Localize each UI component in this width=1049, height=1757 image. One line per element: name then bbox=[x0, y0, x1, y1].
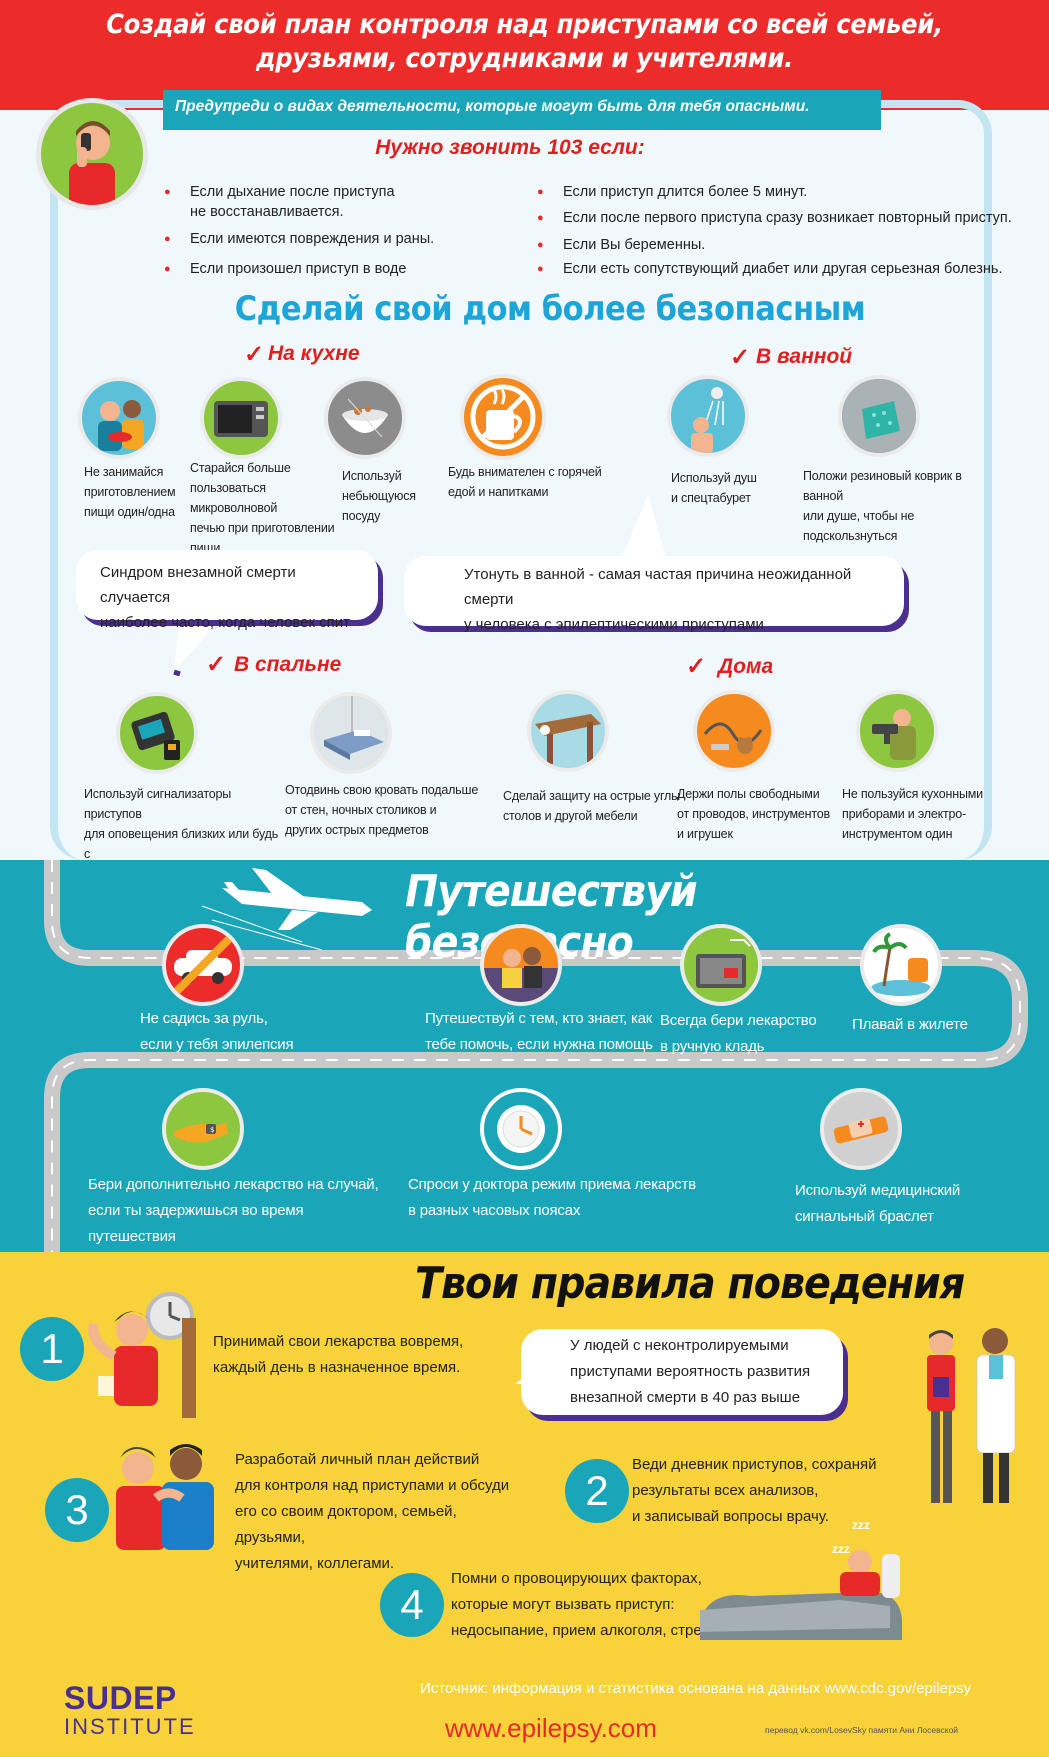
kitchen-label: На кухне bbox=[268, 342, 360, 365]
life-vest-icon bbox=[860, 924, 942, 1006]
call-condition: Если дыхание после приступа не восстанав… bbox=[164, 182, 530, 222]
call-condition: Если имеются повреждения и раны. bbox=[164, 229, 530, 249]
hot-drink-warning-icon bbox=[460, 374, 546, 460]
travel-companion-icon bbox=[480, 924, 562, 1006]
rule-number: 4 bbox=[380, 1573, 444, 1637]
main-title: Создай свой план контроля над приступами… bbox=[106, 9, 943, 74]
home-tip: Сделай защиту на острые углы столов и др… bbox=[503, 789, 680, 823]
microwave-icon bbox=[200, 377, 282, 459]
rule-text: Разработай личный план действий для конт… bbox=[235, 1451, 510, 1572]
call-condition: Если Вы беременны. bbox=[537, 235, 1033, 255]
sleeping-person-illustration bbox=[700, 1550, 902, 1640]
warning-banner bbox=[163, 90, 881, 130]
warning-text: Предупреди о видах деятельности, которые… bbox=[175, 98, 810, 115]
rule-text: Принимай свои лекарства вовремя, каждый … bbox=[213, 1333, 464, 1376]
no-driving-icon bbox=[162, 924, 244, 1006]
travel-tip: Используй медицинский сигнальный браслет bbox=[795, 1182, 961, 1225]
rule-number: 1 bbox=[20, 1317, 84, 1381]
risk-bubble bbox=[521, 1329, 843, 1415]
translation-credit: перевод vk.com/LosevSky памяти Ани Лосев… bbox=[765, 1725, 959, 1735]
bath-drowning-bubble bbox=[404, 556, 904, 626]
check-icon: ✓ bbox=[244, 341, 265, 368]
bubble-tail bbox=[173, 608, 230, 676]
unbreakable-dishes-icon bbox=[324, 377, 406, 459]
call-condition: Если после первого приступа сразу возник… bbox=[537, 208, 1033, 228]
travel-tip: Бери дополнительно лекарство на случай, … bbox=[88, 1176, 379, 1245]
call-condition: Если есть сопутствующий диабет или друга… bbox=[537, 259, 1033, 279]
travel-tip: Плавай в жилете bbox=[852, 1016, 968, 1033]
bedroom-tip: Отодвинь свою кровать подальше от стен, … bbox=[285, 783, 479, 837]
rule-number: 3 bbox=[45, 1478, 109, 1542]
rule-number: 2 bbox=[565, 1459, 629, 1523]
sudep-logo: SUDEP bbox=[64, 1680, 177, 1716]
check-icon: ✓ bbox=[206, 651, 227, 678]
travel-tip: Спроси у доктора режим приема лекарств в… bbox=[408, 1176, 696, 1219]
carry-on-bag-icon bbox=[680, 924, 762, 1006]
bath-tip: Положи резиновый коврик в ванной или душ… bbox=[803, 469, 962, 543]
phone-call-avatar bbox=[36, 98, 148, 210]
floor-cables-icon bbox=[693, 690, 775, 772]
time-zone-clock-icon bbox=[480, 1088, 562, 1170]
kitchen-tip: Не занимайся приготовлением пищи один/од… bbox=[84, 465, 176, 519]
sleep-zzz: zzz bbox=[852, 1518, 870, 1532]
call-condition: Если произошел приступ в воде bbox=[164, 259, 530, 279]
source-text: Источник: информация и статистика основа… bbox=[420, 1680, 972, 1697]
bubble-tail bbox=[622, 495, 666, 557]
home-section-title: Сделай свой дом более безопасным bbox=[234, 289, 866, 329]
shower-icon bbox=[667, 375, 749, 457]
power-tool-icon bbox=[856, 690, 938, 772]
home-tip: Держи полы свободными от проводов, инстр… bbox=[677, 787, 830, 841]
call-103-title: Нужно звонить 103 если: bbox=[375, 136, 645, 159]
sudep-sleep-text: Синдром внезамной смерти случается наибо… bbox=[100, 564, 351, 631]
extra-medicine-icon: $ bbox=[162, 1088, 244, 1170]
sudep-sleep-bubble bbox=[76, 550, 378, 620]
person-phone-icon bbox=[69, 121, 115, 205]
kitchen-tip: Будь внимателен с горячей едой и напитка… bbox=[448, 465, 602, 499]
svg-text:$: $ bbox=[210, 1126, 214, 1134]
rubber-mat-icon bbox=[838, 375, 920, 457]
medical-bracelet-icon bbox=[820, 1088, 902, 1170]
bath-drowning-text: Утонуть в ванной - самая частая причина … bbox=[464, 566, 852, 633]
rule-text: Веди дневник приступов, сохраняй результ… bbox=[632, 1456, 877, 1525]
home-label: Дома bbox=[718, 655, 774, 678]
bath-tip: Используй душ и спецтабурет bbox=[671, 471, 757, 505]
seizure-alarm-icon bbox=[116, 692, 198, 774]
kitchen-tip: Старайся больше пользоваться микроволнов… bbox=[190, 461, 335, 555]
corner-guard-icon bbox=[527, 690, 609, 772]
travel-tip: Всегда бери лекарство в ручную кладь bbox=[660, 1012, 817, 1055]
travel-tip: Путешествуй с тем, кто знает, как тебе п… bbox=[425, 1010, 653, 1053]
rules-title: Твои правила поведения bbox=[415, 1258, 965, 1309]
road-path bbox=[44, 860, 1028, 1252]
bed-icon bbox=[310, 692, 392, 774]
home-tip: Не пользуйся кухонными приборами и элект… bbox=[842, 787, 983, 841]
call-condition: Если приступ длится более 5 минут. bbox=[537, 182, 1033, 202]
check-icon: ✓ bbox=[686, 653, 707, 680]
website-link[interactable]: www.epilepsy.com bbox=[445, 1713, 657, 1743]
sudep-logo-subtitle: INSTITUTE bbox=[64, 1714, 196, 1739]
person-pill-illustration bbox=[88, 1292, 196, 1418]
check-icon: ✓ bbox=[730, 344, 751, 371]
sleep-zzz: zzz bbox=[832, 1542, 850, 1556]
patient-doctor-illustration bbox=[927, 1328, 1016, 1503]
bath-label: В ванной bbox=[756, 345, 853, 368]
two-people-illustration bbox=[116, 1444, 214, 1550]
rule-text: Помни о провоцирующих факторах, которые … bbox=[451, 1570, 721, 1639]
kitchen-tip: Используй небьющуюся посуду bbox=[342, 469, 416, 523]
travel-tip: Не садись за руль, если у тебя эпилепсия bbox=[140, 1010, 294, 1053]
bedroom-label: В спальне bbox=[234, 653, 342, 676]
kitchen-cooking-icon bbox=[78, 377, 160, 459]
risk-text: У людей с неконтролируемыми приступами в… bbox=[570, 1337, 811, 1406]
